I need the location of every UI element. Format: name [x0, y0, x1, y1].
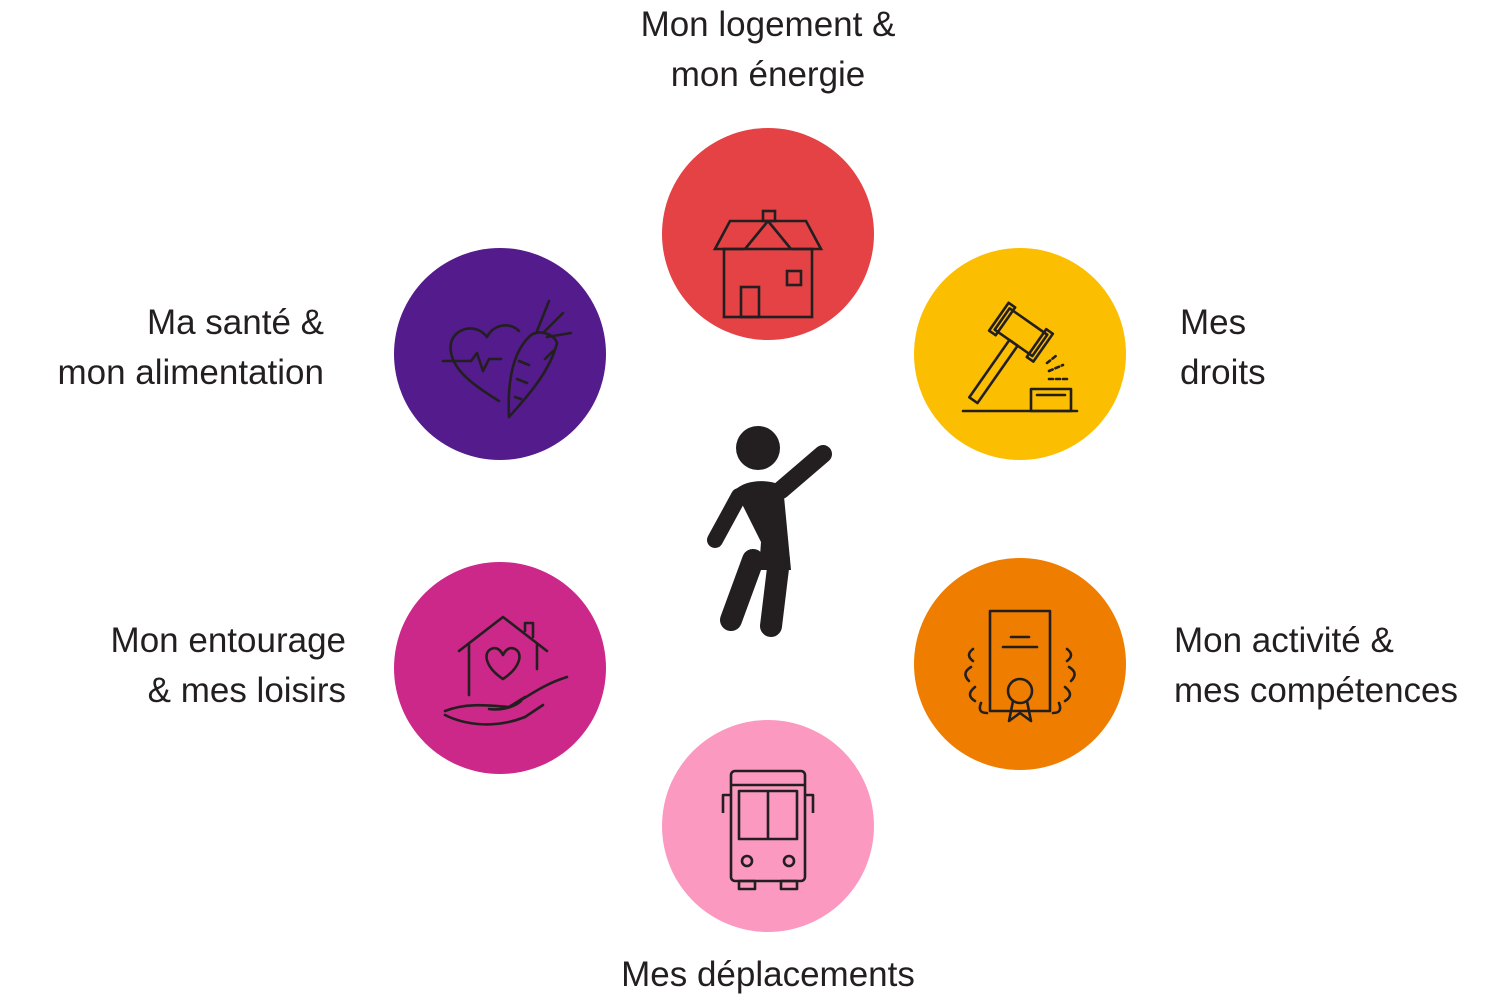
circle-logement	[662, 128, 874, 340]
label-logement-line1: Mon logement &	[640, 5, 896, 44]
label-logement-line2: mon énergie	[670, 55, 866, 94]
person-raising-hand-icon	[707, 426, 832, 637]
circle-sante	[394, 248, 606, 460]
label-entourage-line1: Mon entourage	[110, 621, 346, 660]
bus-icon	[721, 769, 815, 891]
house-icon	[712, 209, 824, 319]
gavel-icon	[961, 301, 1079, 413]
label-entourage-line2: & mes loisirs	[147, 671, 346, 710]
circle-deplacements	[662, 720, 874, 932]
label-deplacements-line1: Mes déplacements	[621, 955, 915, 994]
label-deplacements: Mes déplacements	[568, 950, 968, 1000]
label-droits-line2: droits	[1180, 353, 1266, 392]
label-sante: Ma santé & mon alimentation	[0, 298, 324, 398]
label-sante-line1: Ma santé &	[146, 303, 324, 342]
home-heart-hand-icon	[443, 615, 569, 726]
circle-activite	[914, 558, 1126, 770]
label-activite-line2: mes compétences	[1174, 671, 1459, 710]
label-droits-line1: Mes	[1180, 303, 1247, 342]
certificate-icon	[964, 609, 1076, 723]
label-activite-line1: Mon activité &	[1174, 621, 1394, 660]
label-logement: Mon logement & mon énergie	[568, 0, 968, 100]
label-entourage: Mon entourage & mes loisirs	[40, 616, 346, 716]
label-droits: Mes droits	[1180, 298, 1380, 398]
circle-droits	[914, 248, 1126, 460]
label-sante-line2: mon alimentation	[57, 353, 324, 392]
circle-entourage	[394, 562, 606, 774]
label-activite: Mon activité & mes compétences	[1174, 616, 1504, 716]
heart-carrot-icon	[441, 299, 573, 419]
